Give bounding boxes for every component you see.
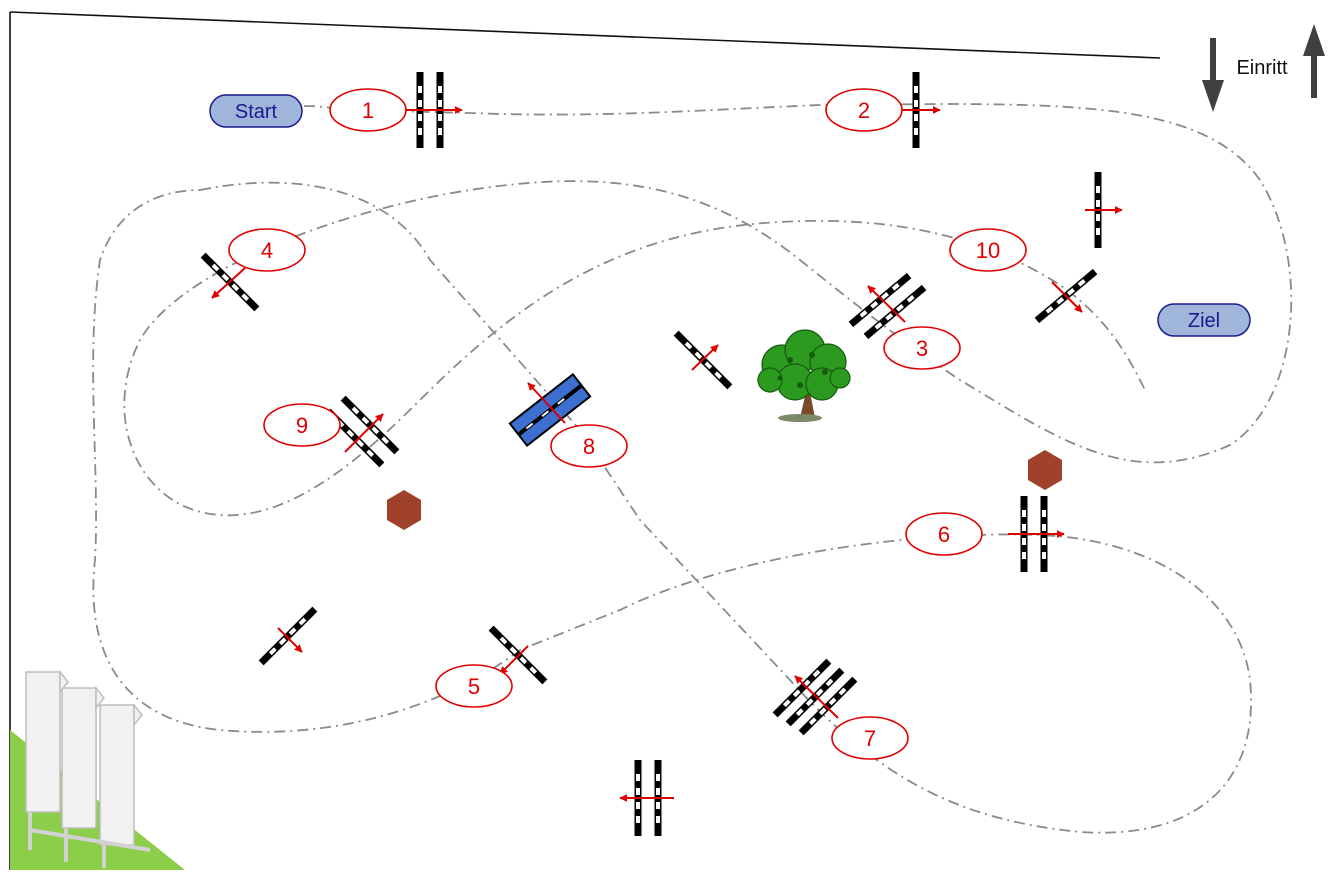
number-6: 6 — [905, 512, 983, 556]
pole-bottom-double — [619, 760, 674, 836]
jump-4 — [200, 252, 260, 312]
riding-path — [92, 103, 1293, 834]
svg-text:10: 10 — [976, 238, 1000, 263]
finish-label: Ziel — [1188, 310, 1220, 332]
number-4: 4 — [228, 228, 306, 272]
number-5: 5 — [435, 664, 513, 708]
jump-9 — [325, 395, 400, 468]
number-10: 10 — [949, 228, 1027, 272]
hexagon-marker-icon — [1028, 450, 1062, 490]
pole-bottom-left — [258, 606, 318, 666]
entrance-label: Einritt — [1236, 57, 1288, 79]
jump-5 — [488, 625, 548, 685]
number-1: 1 — [329, 88, 407, 132]
jump-8-water — [508, 372, 592, 448]
tree-icon — [757, 329, 851, 422]
start-badge: Start — [209, 94, 303, 128]
start-label: Start — [235, 101, 278, 123]
pole-center — [673, 330, 733, 390]
jump-10 — [1034, 268, 1098, 324]
svg-text:2: 2 — [858, 98, 870, 123]
arrow-up-icon — [1303, 24, 1325, 98]
pole-extra-right — [1085, 172, 1123, 248]
jump-7 — [772, 658, 858, 736]
number-8: 8 — [550, 424, 628, 468]
arena-border — [9, 11, 1161, 870]
svg-text:6: 6 — [938, 522, 950, 547]
svg-text:3: 3 — [916, 336, 928, 361]
flag-group-icon — [10, 669, 185, 870]
svg-text:7: 7 — [864, 726, 876, 751]
svg-text:1: 1 — [362, 98, 374, 123]
arrow-down-icon — [1202, 38, 1224, 112]
jump-6 — [1008, 496, 1065, 572]
number-2: 2 — [825, 88, 903, 132]
jump-3 — [848, 272, 927, 340]
number-3: 3 — [883, 326, 961, 370]
svg-text:8: 8 — [583, 434, 595, 459]
svg-text:5: 5 — [468, 674, 480, 699]
jump-2 — [900, 72, 941, 148]
number-7: 7 — [831, 716, 909, 760]
entrance-marker: Einritt — [1202, 24, 1325, 112]
finish-badge: Ziel — [1157, 303, 1251, 337]
number-9: 9 — [263, 403, 341, 447]
svg-text:4: 4 — [261, 238, 273, 263]
jump-1 — [405, 72, 463, 148]
hexagon-marker-icon — [387, 490, 421, 530]
svg-text:9: 9 — [296, 413, 308, 438]
